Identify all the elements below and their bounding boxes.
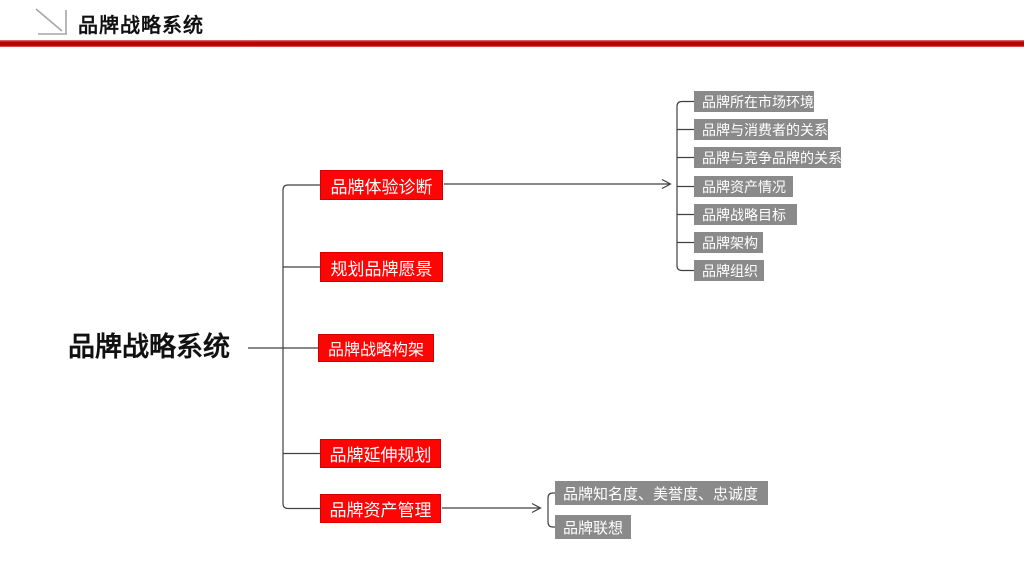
leaf-awareness-reputation-loyalty: 品牌知名度、美誉度、忠诚度	[555, 481, 768, 505]
node-plan-brand-vision: 规划品牌愿景	[320, 252, 443, 282]
leaf-brand-association: 品牌联想	[555, 515, 631, 539]
leaf-brand-asset-status: 品牌资产情况	[694, 176, 793, 197]
node-brand-strategy-structure: 品牌战略构架	[318, 334, 434, 362]
leaf-strategy-goal: 品牌战略目标	[694, 204, 797, 225]
leaf-market-environment: 品牌所在市场环境	[694, 91, 814, 112]
node-brand-strategy-system-root: 品牌战略系统	[68, 332, 230, 363]
diagonal-arrow-icon	[35, 8, 67, 35]
node-brand-extension-planning: 品牌延伸规划	[320, 439, 441, 468]
node-brand-asset-management: 品牌资产管理	[320, 494, 441, 523]
leaf-brand-organization: 品牌组织	[694, 260, 764, 281]
page-title: 品牌战略系统	[78, 13, 204, 37]
node-brand-experience-diagnosis: 品牌体验诊断	[320, 170, 443, 200]
header-divider-bar	[0, 40, 1024, 47]
leaf-consumer-relationship: 品牌与消费者的关系	[694, 119, 828, 140]
leaf-competitor-relationship: 品牌与竞争品牌的关系	[694, 147, 842, 168]
leaf-brand-architecture: 品牌架构	[694, 232, 763, 253]
